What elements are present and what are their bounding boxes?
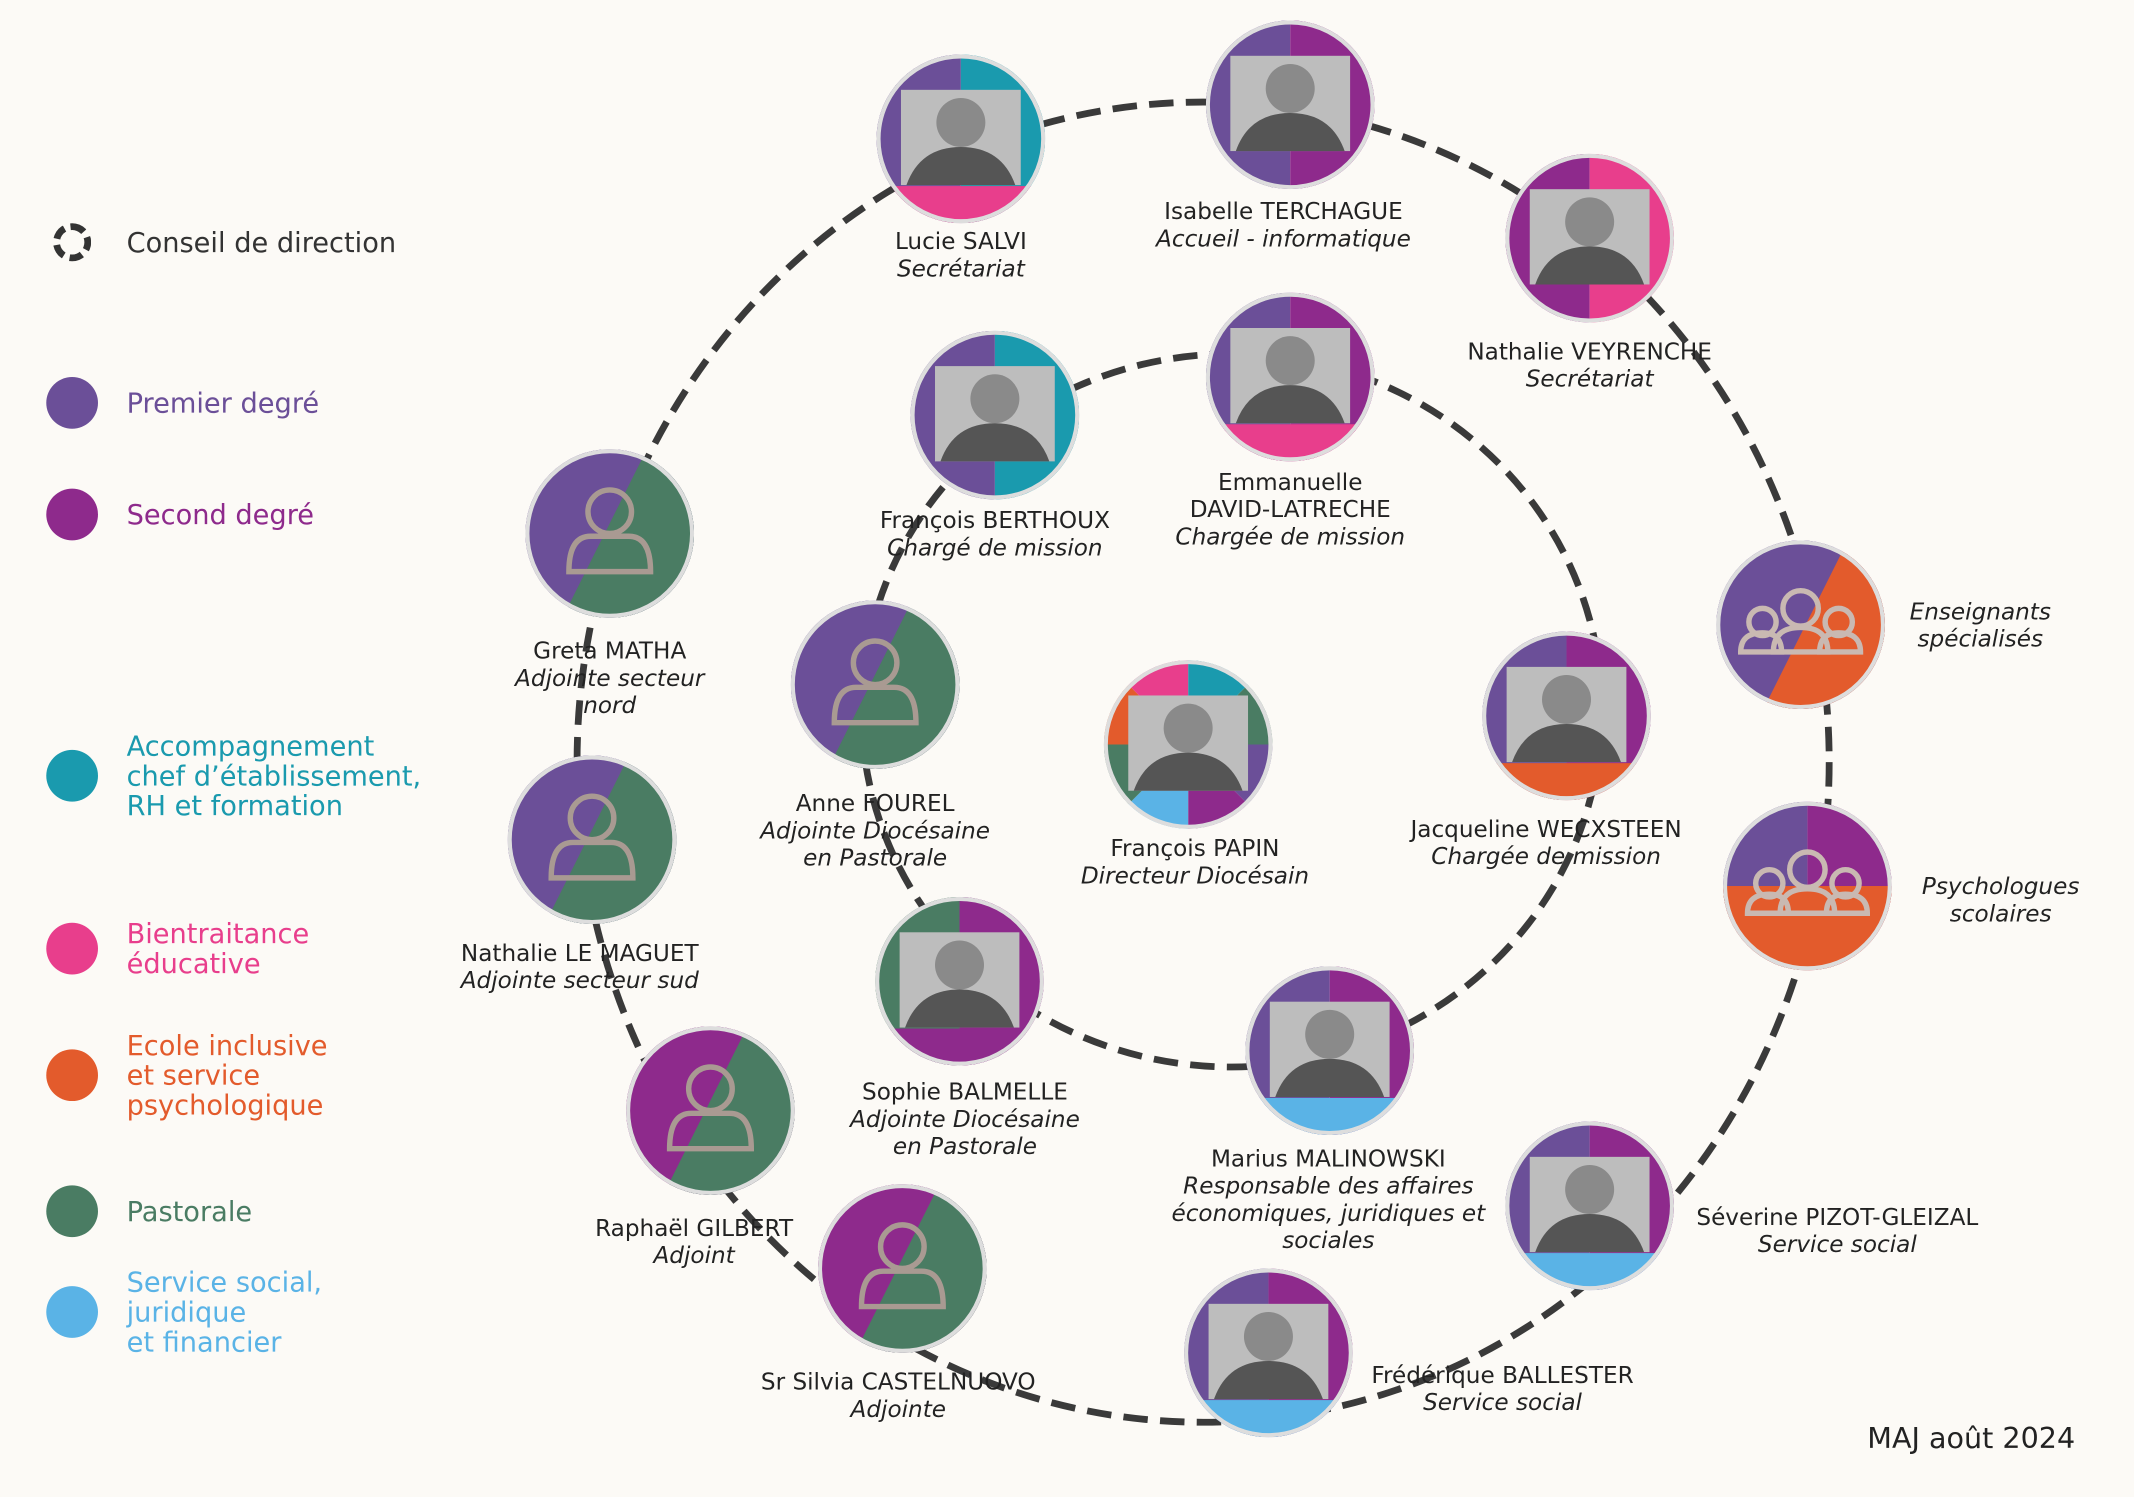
person-role: Chargée de mission: [1431, 843, 1661, 872]
person-node: [507, 755, 677, 925]
node-border: [1723, 801, 1892, 971]
person-name: Sr Silvia CASTELNUOVO: [760, 1369, 1036, 1397]
person-role: Secrétariat: [1525, 366, 1654, 394]
person-node: [1482, 631, 1651, 801]
person-node: [626, 1026, 795, 1195]
node-border: [875, 896, 1044, 1066]
legend-label: Second degré: [126, 498, 315, 531]
color-dot-icon: [46, 1286, 98, 1338]
color-dot-icon: [46, 1185, 98, 1238]
person-role: Service social: [1757, 1231, 1917, 1259]
person-role: Adjointe Diocésaine en Pastorale: [850, 1106, 1080, 1161]
person-node: [1505, 153, 1675, 323]
node-border: [1505, 1121, 1675, 1291]
legend-label: Ecole inclusive et service psychologique: [126, 1028, 328, 1122]
person-role: Directeur Diocésain: [1080, 862, 1310, 891]
person-node: [1205, 292, 1375, 462]
color-dot-icon: [46, 1049, 98, 1102]
person-role: Service social: [1423, 1389, 1582, 1417]
legend-item-ecole: Ecole inclusive et service psychologique: [46, 1028, 328, 1122]
node-border: [910, 330, 1080, 500]
person-node: [876, 54, 1046, 224]
group-label: Enseignants spécialisés: [1909, 598, 2051, 654]
person-name: Séverine PIZOT-GLEIZAL: [1696, 1204, 1979, 1232]
color-dot-icon: [46, 376, 98, 429]
legend-label: Pastorale: [126, 1194, 253, 1228]
legend-item-social: Service social, juridique et financier: [46, 1267, 322, 1357]
node-border: [1184, 1268, 1353, 1438]
node-border: [1245, 966, 1415, 1136]
node-border: [507, 755, 677, 925]
node-border: [626, 1026, 795, 1195]
group-label: Psychologues scolaires: [1921, 873, 2080, 929]
person-role: Adjointe secteur sud: [460, 967, 699, 995]
legend-label: Accompagnement chef d’établissement, RH …: [126, 729, 422, 823]
person-role: Chargée de mission: [1175, 523, 1406, 552]
node-border: [876, 54, 1046, 224]
person-role: Adjoint: [653, 1242, 735, 1270]
legend-item-second: Second degré: [46, 488, 315, 541]
node-border: [1505, 153, 1675, 323]
person-node: [875, 896, 1044, 1066]
legend-item-premier: Premier degré: [46, 376, 320, 429]
node-border: [525, 449, 695, 618]
legend-label: Service social, juridique et financier: [126, 1265, 323, 1359]
dashed-ring-icon: [53, 223, 92, 262]
person-role: Accueil - informatique: [1156, 225, 1411, 254]
legend-item-bientraitance: Bientraitance éducative: [46, 919, 309, 979]
person-name: Anne FOUREL: [795, 790, 955, 818]
node-border: [817, 1184, 987, 1353]
person-node: [1245, 966, 1415, 1136]
update-date: MAJ août 2024: [1867, 1422, 2076, 1455]
legend-label: Conseil de direction: [126, 225, 397, 259]
person-node: [1205, 20, 1375, 190]
person-node: [525, 449, 695, 618]
color-dot-icon: [46, 749, 98, 802]
person-role: Responsable des affaires économiques, ju…: [1171, 1173, 1486, 1255]
person-name: Isabelle TERCHAGUE: [1164, 198, 1403, 226]
node-border: [1205, 292, 1375, 462]
person-name: Emmanuelle DAVID-LATRECHE: [1189, 469, 1391, 524]
person-node: [910, 330, 1080, 500]
person-name: Raphaël GILBERT: [595, 1215, 794, 1243]
legend-item-pastorale: Pastorale: [46, 1185, 253, 1238]
person-name: François PAPIN: [1110, 835, 1280, 863]
person-role: Chargé de mission: [887, 534, 1103, 563]
node-border: [1716, 540, 1885, 710]
person-node: [1103, 660, 1273, 829]
person-name: Nathalie LE MAGUET: [460, 940, 699, 968]
person-role: Adjointe secteur nord: [515, 665, 705, 720]
legend-label: Premier degré: [126, 386, 320, 420]
color-dot-icon: [46, 922, 98, 975]
node-border: [1482, 631, 1651, 801]
person-name: François BERTHOUX: [879, 507, 1110, 535]
person-node: [817, 1184, 987, 1353]
color-dot-icon: [46, 488, 98, 541]
person-name: Nathalie VEYRENCHE: [1467, 338, 1712, 367]
legend-item-conseil: Conseil de direction: [46, 223, 397, 262]
outer-ring: [573, 98, 1833, 1426]
group-node-psychologues-scolaires: [1723, 801, 1892, 971]
person-node: [790, 600, 960, 769]
person-role: Secrétariat: [896, 255, 1025, 284]
node-border: [790, 600, 960, 769]
person-role: Adjointe Diocésaine en Pastorale: [760, 817, 990, 873]
node-border: [1103, 660, 1273, 829]
person-name: Frédérique BALLESTER: [1371, 1362, 1634, 1390]
person-name: Sophie BALMELLE: [862, 1079, 1068, 1107]
legend-item-accompagnement: Accompagnement chef d’établissement, RH …: [46, 731, 421, 821]
legend-label: Bientraitance éducative: [126, 917, 310, 980]
node-border: [1205, 20, 1375, 190]
group-node-enseignants-specialises: [1716, 540, 1885, 710]
person-name: Lucie SALVI: [894, 228, 1027, 256]
person-name: Greta MATHA: [533, 638, 687, 666]
person-name: Jacqueline WECXSTEEN: [1410, 816, 1682, 844]
person-name: Marius MALINOWSKI: [1210, 1145, 1446, 1174]
person-role: Adjointe: [850, 1396, 947, 1424]
